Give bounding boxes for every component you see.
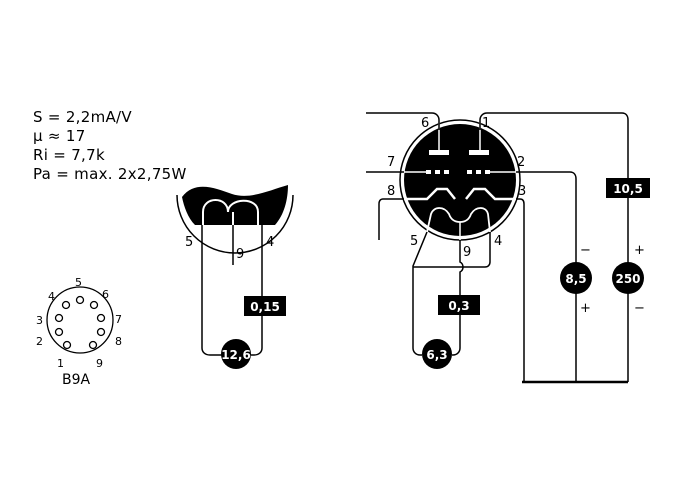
socket-pin-holes <box>54 295 106 350</box>
socket-pin-2: 2 <box>36 335 43 348</box>
main-pin-5-label: 5 <box>410 234 418 249</box>
svg-text:8,5: 8,5 <box>565 272 586 286</box>
anode-voltage-badge: 250 <box>612 262 644 294</box>
heater-pin-5-label: 5 <box>185 235 193 250</box>
anode-right <box>469 150 489 155</box>
main-pin-6-label: 6 <box>421 116 429 131</box>
main-pin-3-label: 3 <box>518 184 526 199</box>
main-pin-2-label: 2 <box>517 155 525 170</box>
svg-text:10,5: 10,5 <box>613 182 643 196</box>
main-pin-8-label: 8 <box>387 184 395 199</box>
heater-voltage-badge-main: 6,3 <box>422 339 452 369</box>
grid-voltage-badge: 8,5 <box>560 262 592 294</box>
heater-tube-fragment <box>176 185 294 254</box>
socket-pin-5: 5 <box>75 276 82 289</box>
cathode-right <box>465 187 516 201</box>
heater-series-wiring <box>201 225 263 356</box>
socket-pin-3: 3 <box>36 314 43 327</box>
main-pin-4-label: 4 <box>494 234 502 249</box>
socket-type-label: B9A <box>62 372 91 388</box>
main-tube-envelope <box>399 119 521 241</box>
socket-pin-6: 6 <box>102 288 109 301</box>
tube-specifications: S = 2,2mA/V μ ≈ 17 Ri = 7,7k Pa = max. 2… <box>33 108 187 184</box>
socket-pin-9: 9 <box>96 357 103 370</box>
grid-supply-plus: + <box>580 301 591 316</box>
spec-plate-dissipation: Pa = max. 2x2,75W <box>33 165 187 183</box>
svg-text:0,3: 0,3 <box>448 299 469 313</box>
socket-pin-4: 4 <box>48 290 55 303</box>
socket-pin-1: 1 <box>57 357 64 370</box>
socket-pin-7: 7 <box>115 313 122 326</box>
svg-text:12,6: 12,6 <box>221 348 251 362</box>
svg-text:6,3: 6,3 <box>426 348 447 362</box>
main-pin-7-label: 7 <box>387 155 395 170</box>
spec-internal-resistance: Ri = 7,7k <box>33 146 105 164</box>
svg-text:0,15: 0,15 <box>250 300 280 314</box>
socket-pinout <box>46 286 114 354</box>
heater-pin-9-label: 9 <box>236 247 244 262</box>
cathode-left <box>404 187 456 201</box>
grids <box>426 170 490 174</box>
anode-supply-minus: − <box>634 301 645 316</box>
heater-current-badge-main: 0,3 <box>438 295 480 315</box>
anode-left <box>429 150 449 155</box>
socket-outline <box>46 286 114 354</box>
heater-current-badge: 0,15 <box>244 296 286 316</box>
spec-transconductance: S = 2,2mA/V <box>33 108 132 126</box>
anode-supply-plus: + <box>634 243 645 258</box>
socket-pin-8: 8 <box>115 335 122 348</box>
heater-voltage-badge: 12,6 <box>221 339 251 369</box>
main-pin-1-label: 1 <box>482 116 490 131</box>
spec-amplification-factor: μ ≈ 17 <box>33 127 86 145</box>
anode-current-badge: 10,5 <box>606 178 650 198</box>
grid-supply-minus: − <box>580 243 591 258</box>
heater-pin-4-label: 4 <box>266 235 274 250</box>
socket-pin-labels: 1 2 3 4 5 6 7 8 9 <box>36 276 122 370</box>
main-pin-9-label: 9 <box>463 245 471 260</box>
svg-text:250: 250 <box>615 272 640 286</box>
